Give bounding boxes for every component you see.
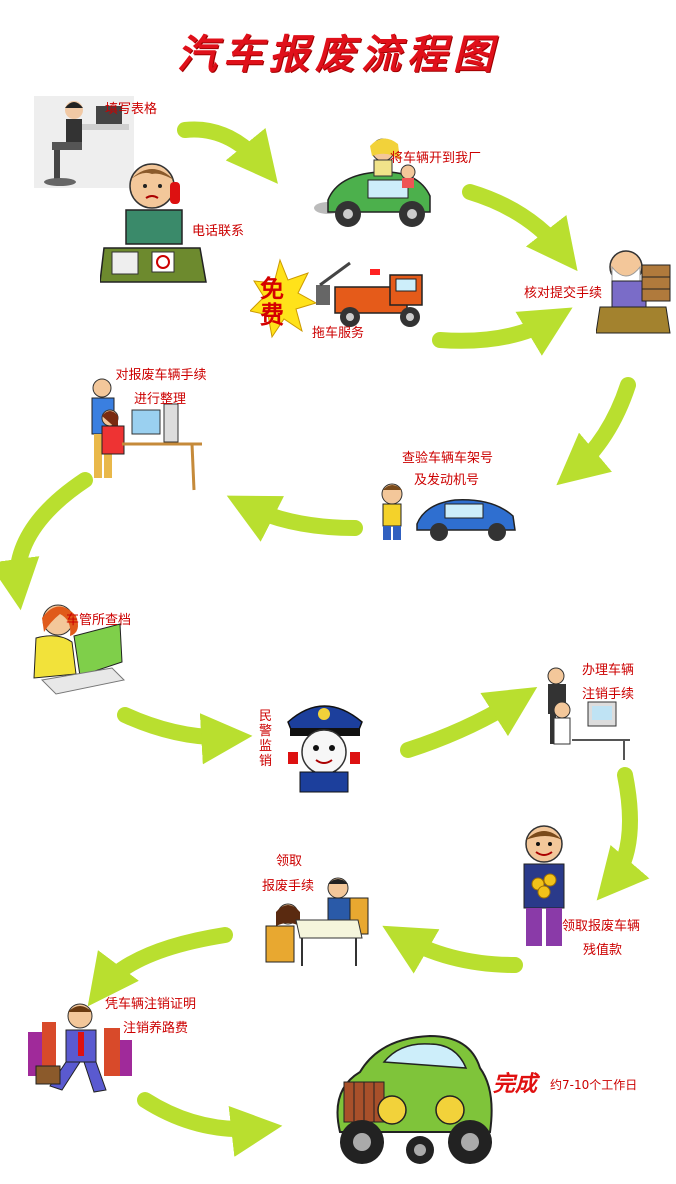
drive-car-illustration: [314, 138, 431, 227]
city-businessman-illustration: [28, 1003, 132, 1093]
clerk-old-man-illustration: [596, 250, 671, 334]
step-payment-label-2: 残值款: [583, 943, 623, 958]
cancellation-office-illustration: [547, 667, 630, 760]
step-dmv-label: 车管所查档: [66, 613, 132, 628]
page-title: 汽车报废流程图: [177, 31, 499, 78]
office-worker-illustration: [34, 96, 134, 188]
arrow-7: [117, 707, 253, 765]
step-tow-label: 拖车服务: [312, 326, 365, 341]
arrow-6: [0, 472, 93, 611]
free-badge: 免费: [260, 274, 284, 329]
arrow-2: [462, 184, 578, 272]
step-inspect-label-1: 查验车辆车架号: [402, 451, 494, 466]
dmv-records-illustration: [33, 604, 126, 695]
arrow-4: [556, 377, 636, 486]
step-docs-label-1: 领取: [276, 854, 303, 869]
step-payment-label-1: 领取报废车辆: [562, 919, 641, 934]
step-police-label: 民警监销: [259, 709, 273, 769]
step-fill-form-label: 填写表格: [105, 102, 158, 117]
step-organize-label-2: 进行整理: [134, 392, 187, 407]
step-check-label: 核对提交手续: [524, 286, 603, 301]
tow-truck-illustration: [250, 258, 423, 339]
arrow-9: [596, 767, 650, 901]
arrow-5: [226, 495, 363, 542]
step-organize-label-1: 对报废车辆手续: [115, 368, 207, 383]
step-certificate-label-1: 凭车辆注销证明: [105, 997, 197, 1012]
step-docs-label-2: 报废手续: [262, 878, 315, 896]
police-officer-illustration: [287, 705, 363, 793]
organize-documents-illustration: [91, 378, 202, 491]
finished-car-illustration: [336, 1034, 493, 1164]
arrow-3: [432, 307, 573, 356]
payment-man-illustration: [523, 825, 565, 946]
step-phone-label: 电话联系: [192, 224, 245, 239]
step-cancel-label-1: 办理车辆: [582, 663, 635, 678]
arrow-10: [382, 925, 523, 974]
arrow-12: [137, 1092, 283, 1157]
arrow-8: [400, 686, 538, 758]
inspect-car-illustration: [381, 483, 516, 541]
arrow-1: [177, 121, 278, 184]
documents-desk-illustration: [265, 877, 369, 966]
step-certificate-label-2: 注销养路费: [123, 1021, 189, 1036]
step-cancel-label-2: 注销手续: [582, 687, 635, 702]
complete-label: 完成: [493, 1071, 538, 1097]
step-drive-label: 将车辆开到我厂: [390, 151, 482, 166]
step-inspect-label-2: 及发动机号: [414, 473, 480, 488]
arrow-11: [87, 927, 233, 1007]
phone-call-man-illustration: [100, 163, 207, 283]
complete-duration-note: 约7-10个工作日: [550, 1078, 638, 1092]
